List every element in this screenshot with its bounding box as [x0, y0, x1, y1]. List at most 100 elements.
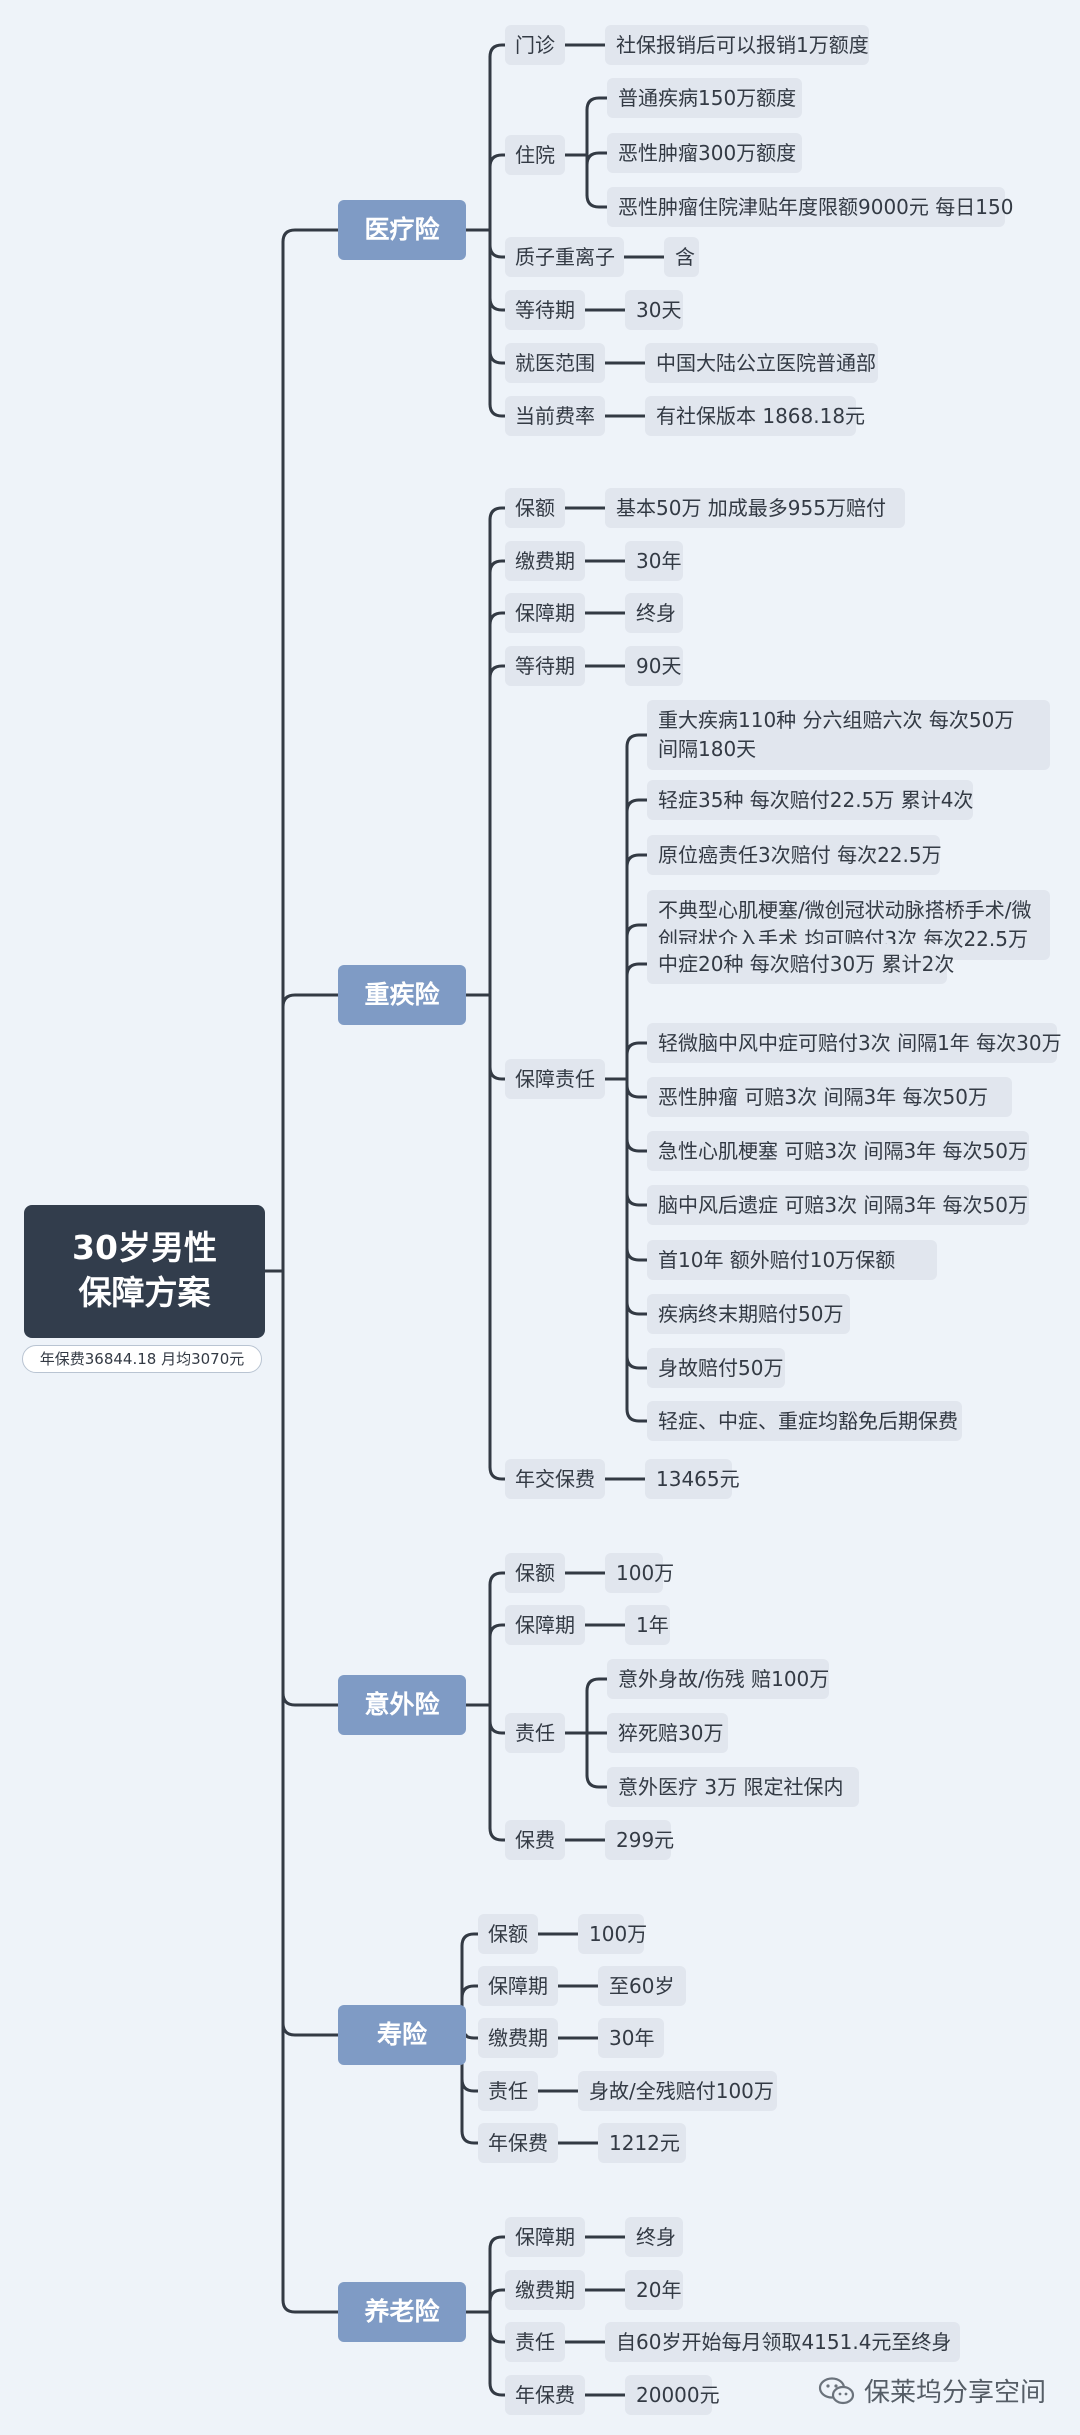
category-node: 重疾险 [338, 965, 466, 1025]
item-label: 质子重离子 [505, 237, 624, 277]
connector-curve [625, 1354, 649, 1370]
connector-curve [460, 2077, 480, 2093]
item-value: 30天 [625, 290, 683, 330]
connector-curve [625, 1407, 649, 1423]
item-label: 责任 [505, 2322, 565, 2362]
category-node: 意外险 [338, 1675, 466, 1735]
connector-curve [488, 243, 507, 259]
item-value: 100万 [578, 1914, 647, 1954]
item-value: 至60岁 [598, 1966, 686, 2006]
item-label: 年保费 [478, 2123, 558, 2163]
item-value: 20年 [625, 2270, 683, 2310]
item-value: 中国大陆公立医院普通部 [645, 343, 878, 383]
connector-curve [488, 2288, 507, 2304]
connector-curve [488, 1571, 507, 1587]
connector-curve [488, 349, 507, 365]
connector-curve [585, 193, 609, 209]
item-value: 首10年 额外赔付10万保额 [647, 1240, 937, 1280]
item-label: 等待期 [505, 290, 585, 330]
item-label: 保障期 [505, 2217, 585, 2257]
connector-curve [488, 611, 507, 627]
root-title: 30岁男性 保障方案 [24, 1205, 265, 1338]
item-label: 保额 [478, 1914, 538, 1954]
item-label: 就医范围 [505, 343, 605, 383]
connector-curve [488, 1719, 507, 1735]
item-value: 含 [664, 237, 699, 277]
item-value: 轻症、中症、重症均豁免后期保费 [647, 1401, 962, 1441]
item-value: 20000元 [625, 2375, 720, 2415]
connector-curve [281, 2298, 340, 2314]
category-node: 养老险 [338, 2282, 466, 2342]
item-label: 保费 [505, 1820, 565, 1860]
connector-curve [625, 1246, 649, 1262]
item-label: 缴费期 [505, 2270, 585, 2310]
item-value: 社保报销后可以报销1万额度 [605, 25, 869, 65]
connector-curve [488, 1826, 507, 1842]
connector-curve [460, 1984, 480, 2000]
item-value: 中症20种 每次赔付30万 累计2次 [647, 944, 954, 984]
item-value: 脑中风后遗症 可赔3次 间隔3年 每次50万 [647, 1185, 1029, 1225]
connector-curve [488, 296, 507, 312]
wechat-icon [818, 2376, 855, 2404]
item-value: 意外医疗 3万 限定社保内 [607, 1767, 859, 1807]
item-value: 恶性肿瘤 可赔3次 间隔3年 每次50万 [647, 1077, 1012, 1117]
item-value: 30年 [625, 541, 683, 581]
connector-curve [488, 2381, 507, 2397]
item-value: 身故/全残赔付100万 [578, 2071, 777, 2111]
item-value: 重大疾病110种 分六组赔六次 每次50万 间隔180天 [647, 700, 1050, 770]
connector-curve [488, 43, 507, 59]
item-label: 缴费期 [505, 541, 585, 581]
item-value: 普通疾病150万额度 [607, 78, 802, 118]
item-value: 急性心肌梗塞 可赔3次 间隔3年 每次50万 [647, 1131, 1029, 1171]
item-label: 年交保费 [505, 1459, 605, 1499]
item-value: 猝死赔30万 [607, 1713, 728, 1753]
item-label: 保障期 [478, 1966, 558, 2006]
item-value: 终身 [625, 593, 683, 633]
connector-curve [488, 664, 507, 680]
item-value: 1年 [625, 1605, 670, 1645]
connector-curve [625, 853, 649, 869]
connector-curve [488, 402, 507, 418]
connector-curve [488, 2328, 507, 2344]
item-value: 疾病终末期赔付50万 [647, 1294, 850, 1334]
connector-curve [281, 2021, 340, 2037]
connector-curve [625, 1041, 649, 1057]
category-node: 医疗险 [338, 200, 466, 260]
item-label: 保障期 [505, 593, 585, 633]
connector-curve [585, 1677, 609, 1693]
item-label: 责任 [478, 2071, 538, 2111]
connector-curve [625, 733, 649, 749]
connector-curve [625, 1300, 649, 1316]
connector-curve [281, 1691, 340, 1707]
category-node: 寿险 [338, 2005, 466, 2065]
connector-curve [460, 2129, 480, 2145]
connector-curve [488, 1065, 507, 1081]
connector-curve [585, 151, 609, 167]
item-value: 原位癌责任3次赔付 每次22.5万 [647, 835, 942, 875]
connector-curve [460, 1932, 480, 1948]
item-value: 意外身故/伤残 赔100万 [607, 1659, 829, 1699]
item-value: 100万 [605, 1553, 674, 1593]
item-label: 门诊 [505, 25, 565, 65]
connector-curve [281, 228, 340, 244]
connector-curve [488, 559, 507, 575]
item-value: 自60岁开始每月领取4151.4元至终身 [605, 2322, 960, 2362]
item-value: 90天 [625, 646, 683, 686]
item-value: 30年 [598, 2018, 664, 2058]
item-value: 终身 [625, 2217, 683, 2257]
item-label: 保额 [505, 488, 565, 528]
item-label: 保障责任 [505, 1059, 605, 1099]
connector-curve [625, 1191, 649, 1207]
item-label: 当前费率 [505, 396, 605, 436]
item-value: 恶性肿瘤300万额度 [607, 133, 802, 173]
root-subtitle: 年保费36844.18 月均3070元 [22, 1345, 262, 1373]
connector-curve [488, 153, 507, 169]
connector-curve [625, 1137, 649, 1153]
connector-curve [488, 1465, 507, 1481]
connector-curve [488, 506, 507, 522]
item-label: 缴费期 [478, 2018, 558, 2058]
connector-curve [625, 798, 649, 814]
item-label: 等待期 [505, 646, 585, 686]
